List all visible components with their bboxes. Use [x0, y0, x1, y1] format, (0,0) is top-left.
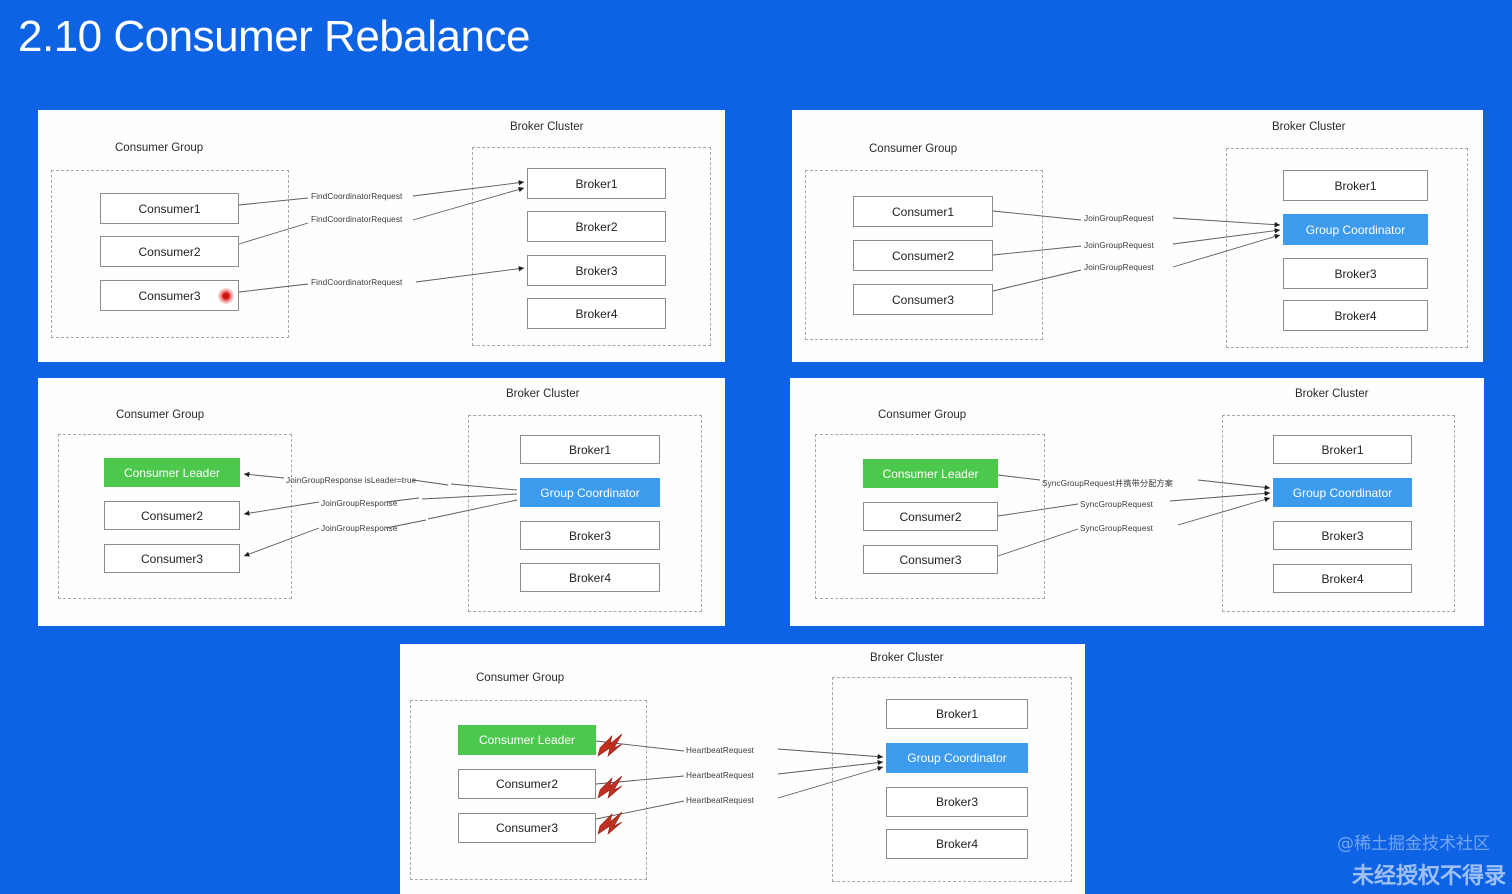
diagram-panel-join-group-response: Consumer Group Broker Cluster Consumer L…	[38, 378, 725, 626]
broker-box-4[interactable]: Broker4	[886, 829, 1028, 859]
consumer-box-3[interactable]: Consumer3	[100, 280, 239, 311]
broker-box-1[interactable]: Broker1	[886, 699, 1028, 729]
edge-label-2: HeartbeatRequest	[686, 771, 755, 780]
edge-label-1: HeartbeatRequest	[686, 746, 755, 755]
broker-box-4[interactable]: Broker4	[1273, 564, 1412, 593]
edge-label-3: SyncGroupRequest	[1080, 524, 1154, 533]
diagram-panel-find-coordinator: Consumer Group Broker Cluster Consumer1 …	[38, 110, 725, 362]
consumer-box-1[interactable]: Consumer1	[100, 193, 239, 224]
broker-box-4[interactable]: Broker4	[520, 563, 660, 592]
broker-cluster-title: Broker Cluster	[1272, 121, 1346, 133]
broker-cluster-title: Broker Cluster	[1295, 388, 1369, 400]
broker-cluster-title: Broker Cluster	[506, 388, 580, 400]
consumer-box-2[interactable]: Consumer2	[863, 502, 998, 531]
consumer-group-title: Consumer Group	[869, 143, 958, 155]
page-title: 2.10 Consumer Rebalance	[18, 12, 530, 61]
edge-label-3: HeartbeatRequest	[686, 796, 755, 805]
edge-label-3: JoinGroupResponse	[321, 524, 398, 533]
consumer-box-2[interactable]: Consumer2	[100, 236, 239, 267]
edge-label-1: JoinGroupRequest	[1084, 214, 1154, 223]
consumer-group-title: Consumer Group	[878, 409, 967, 421]
consumer-group-title: Consumer Group	[115, 142, 204, 154]
edge-label-1: SyncGroupRequest并携带分配方案	[1042, 479, 1174, 488]
broker-box-3[interactable]: Broker3	[527, 255, 666, 286]
consumer-box-3[interactable]: Consumer3	[458, 813, 596, 843]
consumer-leader-box[interactable]: Consumer Leader	[458, 725, 596, 755]
edge-label-1: JoinGroupResponse isLeader=true	[286, 476, 417, 485]
broker-box-4[interactable]: Broker4	[1283, 300, 1428, 331]
edge-label-3: JoinGroupRequest	[1084, 263, 1154, 272]
consumer-box-2[interactable]: Consumer2	[104, 501, 240, 530]
consumer-group-region	[51, 170, 289, 338]
broker-box-1[interactable]: Broker1	[527, 168, 666, 199]
broker-box-3[interactable]: Broker3	[1283, 258, 1428, 289]
edge-label-2: SyncGroupRequest	[1080, 500, 1154, 509]
broker-cluster-region	[472, 147, 711, 346]
consumer-box-2[interactable]: Consumer2	[458, 769, 596, 799]
broker-cluster-title: Broker Cluster	[510, 121, 584, 133]
watermark-notice: 未经授权不得录	[1351, 864, 1506, 889]
broker-box-1[interactable]: Broker1	[1273, 435, 1412, 464]
group-coordinator-box[interactable]: Group Coordinator	[520, 478, 660, 507]
group-coordinator-box[interactable]: Group Coordinator	[1273, 478, 1412, 507]
consumer-group-region	[58, 434, 292, 599]
edge-label-3: FindCoordinatorRequest	[311, 278, 403, 287]
broker-box-3[interactable]: Broker3	[1273, 521, 1412, 550]
broker-box-4[interactable]: Broker4	[527, 298, 666, 329]
broker-box-3[interactable]: Broker3	[886, 787, 1028, 817]
broker-box-1[interactable]: Broker1	[1283, 170, 1428, 201]
mouse-cursor-indicator	[218, 288, 234, 304]
edge-label-2: JoinGroupRequest	[1084, 241, 1154, 250]
broker-box-3[interactable]: Broker3	[520, 521, 660, 550]
consumer-box-3[interactable]: Consumer3	[853, 284, 993, 315]
diagram-panel-join-group-request: Consumer Group Broker Cluster Consumer1 …	[792, 110, 1483, 362]
consumer-group-title: Consumer Group	[116, 409, 205, 421]
broker-box-1[interactable]: Broker1	[520, 435, 660, 464]
edge-label-1: FindCoordinatorRequest	[311, 192, 403, 201]
consumer-box-3[interactable]: Consumer3	[863, 545, 998, 574]
consumer-group-region	[410, 700, 647, 880]
diagram-panel-sync-group-request: Consumer Group Broker Cluster Consumer L…	[790, 378, 1484, 626]
consumer-box-2[interactable]: Consumer2	[853, 240, 993, 271]
watermark-handle: @稀土掘金技术社区	[1337, 834, 1490, 854]
broker-box-2[interactable]: Broker2	[527, 211, 666, 242]
consumer-box-1[interactable]: Consumer1	[853, 196, 993, 227]
diagram-panel-heartbeat-request: Consumer Group Broker Cluster Consumer L…	[400, 644, 1085, 894]
consumer-group-title: Consumer Group	[476, 672, 565, 684]
consumer-group-region	[815, 434, 1045, 599]
edge-label-2: FindCoordinatorRequest	[311, 215, 403, 224]
consumer-leader-box[interactable]: Consumer Leader	[104, 458, 240, 487]
consumer-leader-box[interactable]: Consumer Leader	[863, 459, 998, 488]
edge-label-2: JoinGroupResponse	[321, 499, 398, 508]
group-coordinator-box[interactable]: Group Coordinator	[886, 743, 1028, 773]
consumer-box-3[interactable]: Consumer3	[104, 544, 240, 573]
broker-cluster-title: Broker Cluster	[870, 652, 944, 664]
group-coordinator-box[interactable]: Group Coordinator	[1283, 214, 1428, 245]
